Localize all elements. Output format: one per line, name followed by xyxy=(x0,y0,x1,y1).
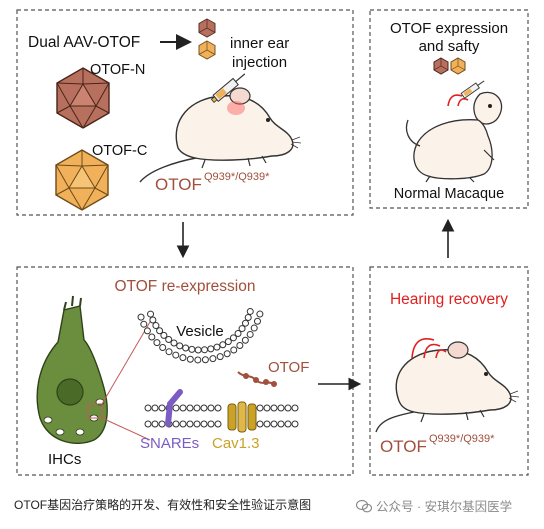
cav13-channel-icon xyxy=(227,401,257,433)
aav-n-macaque-icon xyxy=(433,57,449,75)
genotype-top-base: OTOF xyxy=(155,175,202,194)
snare-icon xyxy=(165,389,183,427)
panel-bottom-left-frame xyxy=(16,266,354,476)
aav-c-macaque-icon xyxy=(450,57,466,75)
watermark: 公众号 · 安琪尔基因医学 xyxy=(356,496,512,515)
dual-aav-label: Dual AAV-OTOF xyxy=(28,34,140,51)
otof-protein-label: OTOF xyxy=(268,359,309,376)
genotype-bottom-base: OTOF xyxy=(380,437,427,456)
snares-label: SNAREs xyxy=(140,435,199,452)
expression-title-line1: OTOF expression xyxy=(390,20,508,37)
genotype-top-sup: Q939*/Q939* xyxy=(204,171,270,183)
hearing-recovery-title: Hearing recovery xyxy=(390,291,508,308)
expression-title-line2: and safty xyxy=(419,38,480,55)
panel-top-right-frame xyxy=(369,9,529,209)
otof-n-label: OTOF-N xyxy=(90,62,145,78)
otof-c-capsid-icon xyxy=(55,149,109,211)
vesicle-label: Vesicle xyxy=(176,323,224,340)
watermark-text: 公众号 · 安琪尔基因医学 xyxy=(376,500,513,514)
figure-caption: OTOF基因治疗策略的开发、有效性和安全性验证示意图 xyxy=(14,498,312,512)
otof-protein-icon xyxy=(237,371,277,387)
otof-gene-therapy-figure: Dual AAV-OTOF inner ear injection OTOF-N xyxy=(16,9,529,476)
injection-label-line1: inner ear xyxy=(230,35,289,52)
ihcs-label: IHCs xyxy=(48,451,81,468)
genotype-bottom-sup: Q939*/Q939* xyxy=(429,433,495,445)
aav-n-small-icon xyxy=(198,18,216,38)
re-expression-title: OTOF re-expression xyxy=(115,278,256,295)
aav-c-small-icon xyxy=(198,40,216,60)
vesicle-icon xyxy=(137,307,264,364)
wechat-icon xyxy=(356,499,372,512)
macaque-icon xyxy=(405,80,503,183)
normal-macaque-label: Normal Macaque xyxy=(394,186,504,202)
cav-label: Cav1.3 xyxy=(212,435,260,452)
panel-bottom-right-frame xyxy=(369,266,529,476)
otof-n-capsid-icon xyxy=(56,67,110,129)
plasma-membrane-icon xyxy=(144,404,299,428)
inner-hair-cell-icon xyxy=(36,295,151,444)
injection-label-line2: injection xyxy=(232,54,287,71)
mouse-recovered-icon xyxy=(375,338,520,433)
panel-top-left-frame xyxy=(16,9,354,216)
mouse-injected-icon xyxy=(139,73,302,183)
otof-c-label: OTOF-C xyxy=(92,143,147,159)
